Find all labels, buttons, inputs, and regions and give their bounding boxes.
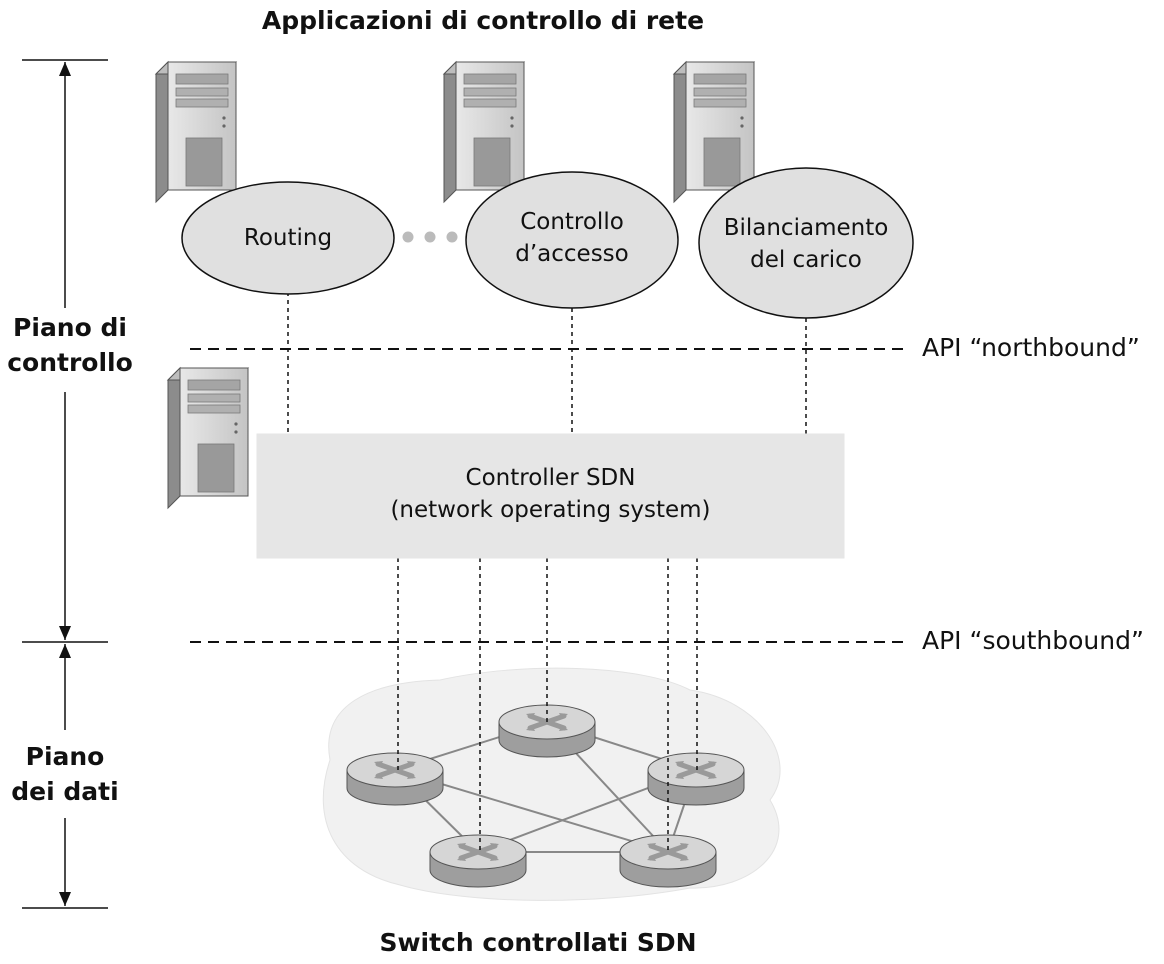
app-load-balancing-label: Bilanciamento del carico bbox=[696, 212, 916, 276]
southbound-api-label: API “southbound” bbox=[922, 626, 1144, 655]
controller-label: Controller SDN (network operating system… bbox=[257, 462, 844, 526]
arrowhead-down bbox=[59, 626, 71, 640]
server-icon bbox=[673, 61, 755, 203]
more-apps-ellipsis bbox=[402, 231, 458, 243]
app-access-control-label-line: d’accesso bbox=[515, 241, 629, 267]
server-icon bbox=[443, 61, 525, 203]
controller-label-line: (network operating system) bbox=[390, 497, 711, 523]
control-plane-label: Piano di controllo bbox=[0, 310, 140, 380]
app-routing-label: Routing bbox=[188, 222, 388, 254]
server-icon bbox=[167, 367, 249, 509]
sdn-switch-icon bbox=[648, 753, 744, 805]
app-access-control-ellipse bbox=[465, 171, 679, 309]
scale-arrowheads bbox=[59, 62, 71, 906]
northbound-links bbox=[287, 292, 807, 434]
controller-label-line: Controller SDN bbox=[465, 465, 636, 491]
diagram-title: Applicazioni di controllo di rete bbox=[261, 6, 705, 35]
app-load-balancing-label-line: del carico bbox=[750, 247, 862, 273]
app-routing-label-line: Routing bbox=[243, 225, 333, 251]
arrowhead-down bbox=[59, 892, 71, 906]
northbound-api-label: API “northbound” bbox=[922, 333, 1140, 362]
sdn-switch-icon bbox=[620, 835, 716, 887]
ellipsis-dot bbox=[402, 231, 414, 243]
control-plane-label-line: Piano di bbox=[13, 313, 127, 342]
plane-scale bbox=[22, 59, 108, 909]
app-access-control-label-line: Controllo bbox=[520, 209, 624, 235]
data-plane-label: Piano dei dati bbox=[0, 739, 130, 809]
sdn-switch-icon bbox=[347, 753, 443, 805]
app-load-balancing-label-line: Bilanciamento bbox=[723, 215, 889, 241]
app-load-balancing-ellipse bbox=[698, 167, 914, 319]
app-access-control-label: Controllo d’accesso bbox=[472, 206, 672, 270]
ellipsis-dot bbox=[446, 231, 458, 243]
data-plane-label-line: Piano bbox=[25, 742, 105, 771]
sdn-controller-box bbox=[256, 433, 845, 559]
arrowhead-up bbox=[59, 62, 71, 76]
server-icon bbox=[155, 61, 237, 203]
sdn-switch-icon bbox=[430, 835, 526, 887]
southbound-links bbox=[397, 558, 698, 852]
data-plane-label-line: dei dati bbox=[11, 777, 119, 806]
app-routing-ellipse bbox=[181, 181, 395, 295]
switches-caption: Switch controllati SDN bbox=[379, 928, 697, 957]
ellipsis-dot bbox=[424, 231, 436, 243]
arrowhead-up bbox=[59, 644, 71, 658]
control-plane-label-line: controllo bbox=[7, 348, 133, 377]
